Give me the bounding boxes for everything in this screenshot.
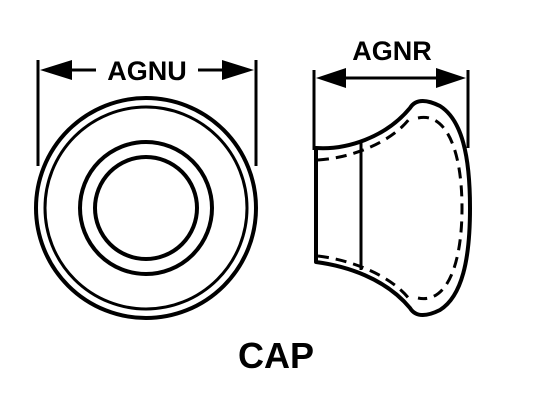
side-view: AGNR <box>312 36 472 317</box>
side-arrowhead-left <box>316 68 346 88</box>
bore-outer-circle <box>78 140 214 276</box>
front-arrowhead-right <box>222 60 254 80</box>
front-view: AGNU <box>34 56 258 320</box>
outer-rim-inner-circle <box>43 105 249 311</box>
hidden-line-dome <box>417 115 464 301</box>
outer-rim-circle <box>34 96 258 320</box>
agnr-dimension-label: AGNR <box>352 36 432 66</box>
side-arrowhead-right <box>436 68 466 88</box>
agnu-dimension-label: AGNU <box>107 56 187 86</box>
hidden-line-bottom <box>317 254 412 301</box>
front-arrowhead-left <box>40 60 72 80</box>
part-name-label: CAP <box>238 335 314 376</box>
cap-body-outline <box>314 99 472 317</box>
bore-inner-circle <box>93 155 199 261</box>
hidden-line-top <box>317 117 412 162</box>
